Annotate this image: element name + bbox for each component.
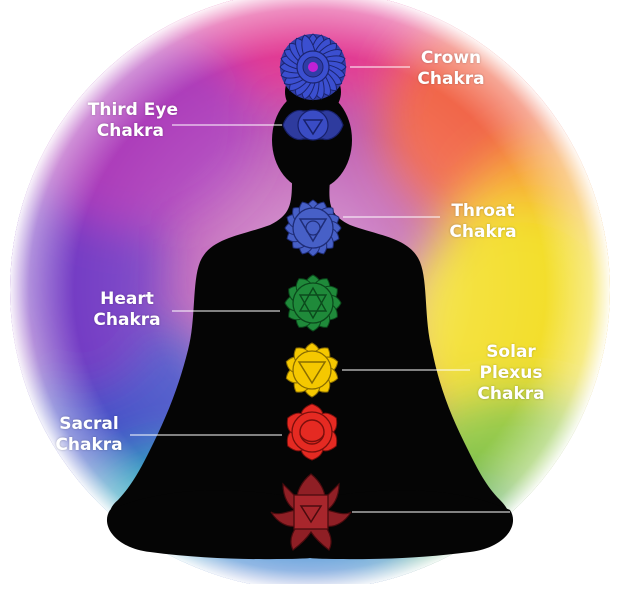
heart-label-line1: Heart xyxy=(82,289,172,310)
throat-label-line2: Chakra xyxy=(438,222,528,243)
third-eye-chakra-icon xyxy=(283,110,343,140)
third-eye-label-line2: Chakra xyxy=(70,121,178,142)
throat-label-line1: Throat xyxy=(438,201,528,222)
sacral-label-line1: Sacral xyxy=(44,414,134,435)
crown-chakra-icon xyxy=(280,34,347,101)
heart-chakra-label: Heart Chakra xyxy=(82,289,172,331)
throat-chakra-label: Throat Chakra xyxy=(438,201,528,243)
solar-label-line3: Chakra xyxy=(466,384,556,405)
third-eye-chakra-label: Third Eye Chakra xyxy=(70,100,178,142)
sacral-label-line2: Chakra xyxy=(44,435,134,456)
heart-label-line2: Chakra xyxy=(82,310,172,331)
crown-label-line1: Crown xyxy=(406,48,496,69)
third-eye-label-line1: Third Eye xyxy=(70,100,178,121)
sacral-chakra-label: Sacral Chakra xyxy=(44,414,134,456)
crown-chakra-label: Crown Chakra xyxy=(406,48,496,90)
solar-label-line2: Plexus xyxy=(466,363,556,384)
solar-plexus-chakra-label: Solar Plexus Chakra xyxy=(466,342,556,405)
solar-label-line1: Solar xyxy=(466,342,556,363)
crown-label-line2: Chakra xyxy=(406,69,496,90)
throat-chakra-icon xyxy=(284,199,341,256)
